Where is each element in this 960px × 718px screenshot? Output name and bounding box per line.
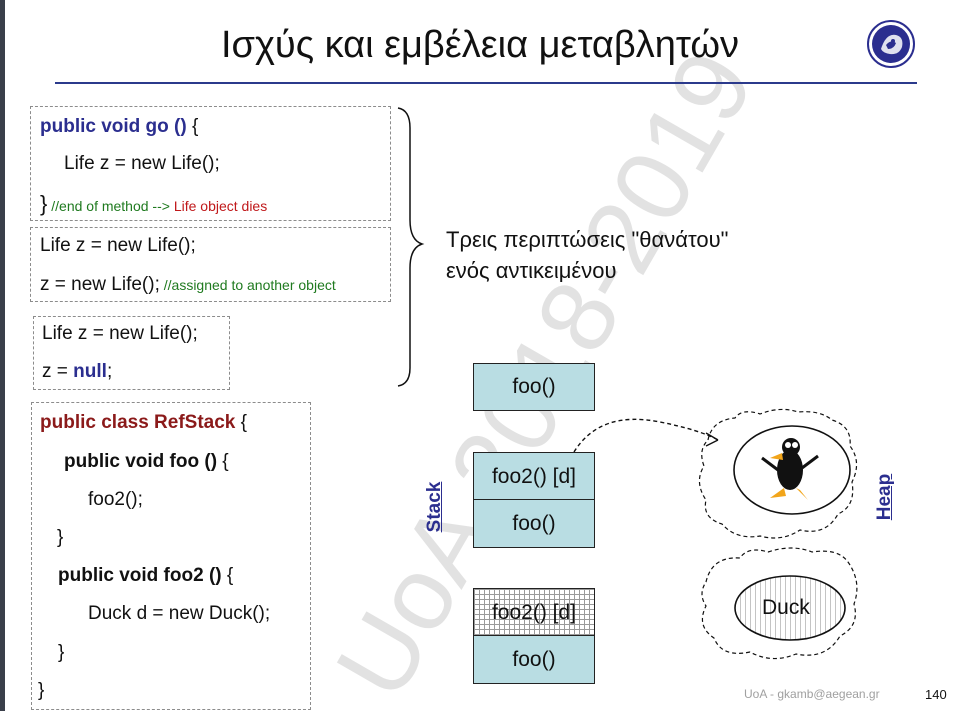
curly-brace [397,107,425,387]
code-keyword: public void foo2 () [58,565,222,586]
code-box-refstack [31,402,311,710]
code-line: Life z = new Life(); [42,323,198,344]
left-edge-bar [0,0,5,711]
description-line: Τρεις περιπτώσεις "θανάτου" [446,227,729,252]
code-line: Life z = new Life(); [40,235,196,256]
code-brace: } [40,191,48,216]
code-box-reassign [30,227,391,302]
duck-icon [761,438,819,500]
code-line: } //end of method --> Life object dies [40,191,267,217]
code-text: z = new Life(); [40,274,160,295]
code-box-go-method [30,106,391,221]
code-line: foo2(); [88,489,143,510]
description-text: Τρεις περιπτώσεις "θανάτου" ενός αντικει… [446,224,728,286]
stack-frame: foo2() [d] [473,452,595,501]
stack-frame: foo() [473,363,595,411]
description-line: ενός αντικειμένου [446,258,617,283]
code-line: Duck d = new Duck(); [88,603,271,624]
footer-credit: UoA - gkamb@aegean.gr [744,687,880,701]
code-line: public void foo2 () { [58,565,233,587]
code-keyword: public class RefStack [40,412,236,433]
code-text: z = [42,361,74,382]
title-rule [55,82,917,84]
code-text: { [217,451,229,472]
arrow-head [705,432,719,447]
code-comment: //end of method --> [47,198,170,214]
code-keyword: null [73,361,107,382]
stack-frame: foo() [473,499,595,548]
duck-object-label: Duck [762,596,810,619]
code-keyword: public void foo () [64,451,218,472]
code-line: public class RefStack { [40,412,247,434]
heap-cloud [698,408,858,539]
code-box-null [33,316,230,390]
code-line: public void foo () { [64,451,229,473]
code-comment-highlight: Life object dies [169,198,268,214]
code-line: Life z = new Life(); [64,153,220,174]
reference-arrow [573,418,719,453]
collectable-duck-ellipse [734,575,846,641]
code-line: z = new Life(); //assigned to another ob… [40,274,336,296]
slide-title: Ισχύς και εμβέλεια μεταβλητών [220,24,740,66]
code-text: ; [106,361,113,382]
code-line: } [58,642,65,663]
code-line: public void go () { [40,116,198,138]
page-number: 140 [925,687,947,702]
code-text: { [221,565,234,586]
code-line: z = null; [42,361,112,383]
code-keyword: public void go () [40,116,187,137]
stack-frame: foo() [473,635,595,684]
code-text: { [186,116,199,137]
code-line: } [38,680,45,701]
code-line: } [57,527,64,548]
stack-frame-popped: foo2() [d] [473,588,595,637]
code-comment: //assigned to another object [159,277,336,293]
code-text: { [235,412,247,433]
university-seal-logo [867,20,915,68]
heap-cloud [701,547,858,660]
